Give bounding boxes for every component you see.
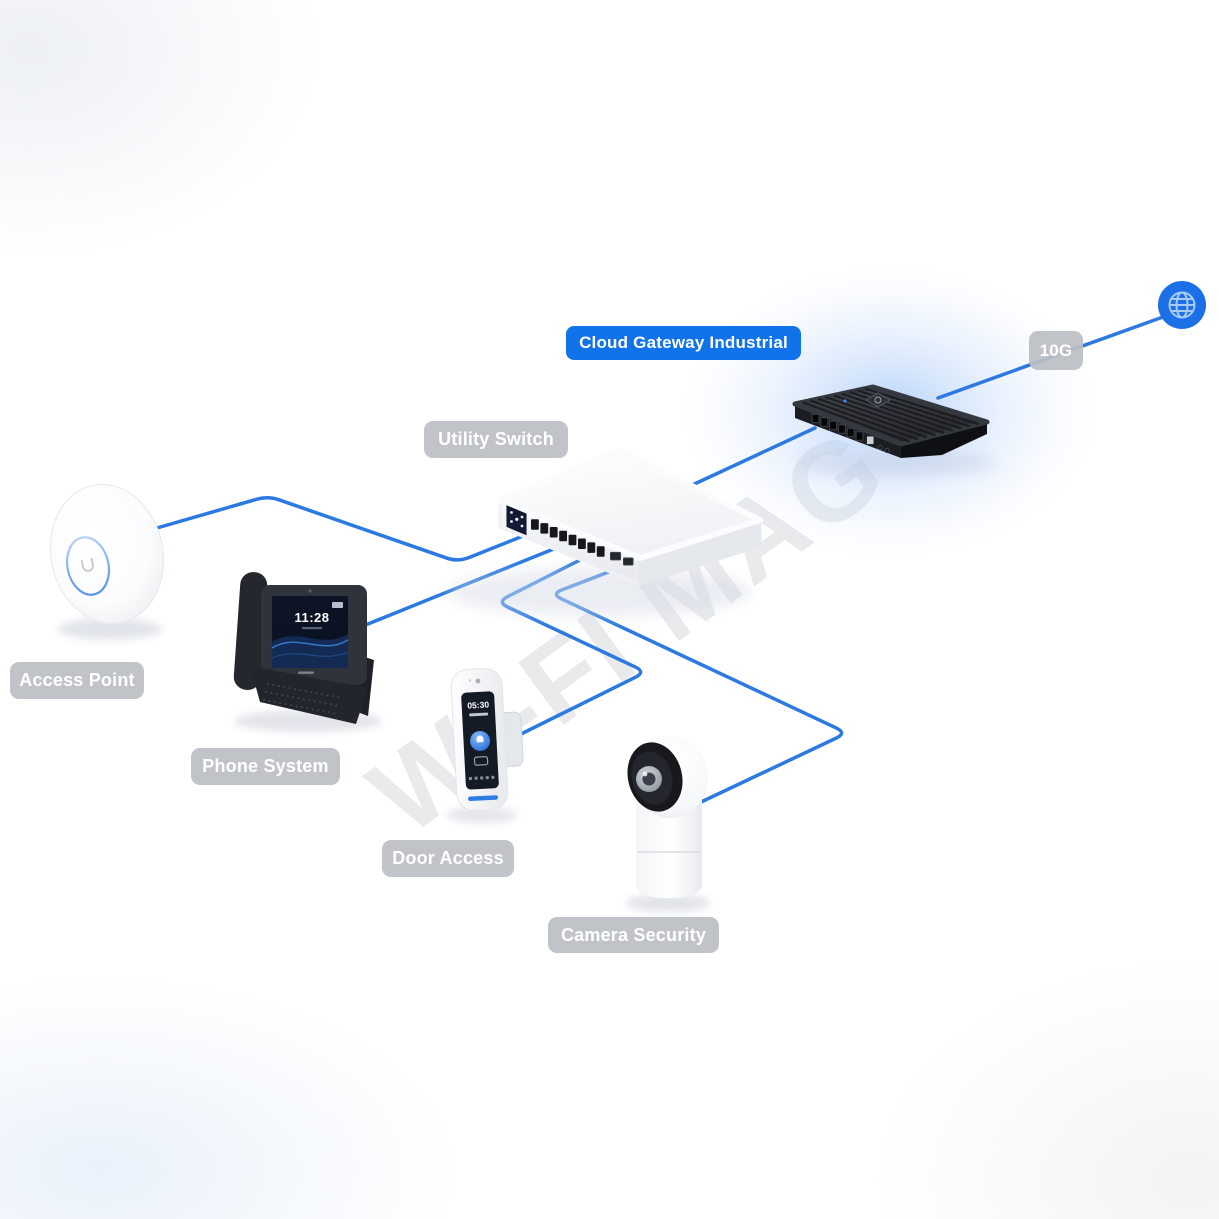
phone-handset	[233, 572, 268, 690]
internet-globe-icon	[1158, 281, 1206, 329]
label-phone-system: Phone System	[191, 748, 340, 785]
gateway-vent-fins	[802, 387, 979, 443]
phone-shadow	[234, 710, 382, 732]
cloud-gateway-device	[792, 384, 997, 476]
phone-speaker-grille	[262, 682, 344, 716]
door-camera-dot	[475, 678, 481, 684]
phone-home-bar	[298, 671, 314, 674]
label-door-access: Door Access	[382, 840, 514, 877]
gateway-logo-plate	[865, 392, 891, 408]
camera-security-device	[626, 736, 710, 912]
gateway-power-port	[884, 447, 890, 454]
access-point-device	[49, 484, 165, 640]
door-shadow	[446, 807, 518, 823]
door-unlock-icon	[476, 735, 484, 743]
switch-sfp-ports	[610, 551, 634, 566]
utility-switch-device	[448, 447, 763, 616]
label-uplink-speed: 10G	[1029, 331, 1083, 370]
phone-screen-date-bar	[302, 627, 322, 630]
connection-utility-switch-to-access-point	[148, 496, 530, 562]
switch-shadow	[448, 568, 752, 616]
door-reader-icon	[473, 756, 489, 766]
label-utility-switch: Utility Switch	[424, 421, 568, 458]
access-point-disc	[49, 484, 165, 624]
access-point-shadow	[58, 618, 162, 640]
phone-screen: 11:28	[271, 596, 349, 668]
switch-display	[506, 505, 527, 536]
gateway-rj45-port	[866, 435, 875, 445]
label-camera-security: Camera Security	[548, 917, 719, 953]
camera-body	[636, 800, 702, 898]
gateway-right-face	[901, 422, 987, 458]
door-screen-time: 05:30	[467, 699, 490, 710]
door-led-bar	[468, 795, 499, 802]
phone-camera-dot	[308, 589, 312, 593]
access-point-led-ring	[65, 536, 111, 596]
gateway-shadow	[797, 450, 997, 476]
phone-screen-time: 11:28	[294, 610, 329, 625]
gateway-sfp-ports	[811, 413, 864, 441]
switch-top-face	[497, 447, 763, 561]
phone-system-device: 11:28	[233, 572, 382, 732]
camera-shadow	[626, 894, 710, 912]
gateway-console-port	[877, 444, 883, 451]
globe-glyph	[1168, 291, 1196, 319]
door-screen: 05:30	[461, 691, 499, 790]
camera-lens-glint	[642, 771, 648, 777]
gateway-status-led	[843, 399, 847, 403]
door-sensor-dot	[468, 679, 472, 682]
connection-cloud-gateway-to-utility-switch	[686, 426, 817, 489]
phone-screen-badge	[332, 602, 343, 608]
phone-base	[250, 666, 368, 724]
gateway-logo-icon	[874, 396, 882, 404]
door-access-device: 05:30	[446, 668, 524, 823]
door-screen-dots	[468, 775, 495, 781]
ubiquiti-logo-icon	[80, 557, 94, 572]
switch-ethernet-ports	[531, 519, 605, 557]
label-cloud-gateway: Cloud Gateway Industrial	[566, 326, 801, 360]
door-screen-text-bar	[469, 712, 489, 717]
label-access-point: Access Point	[10, 662, 144, 699]
